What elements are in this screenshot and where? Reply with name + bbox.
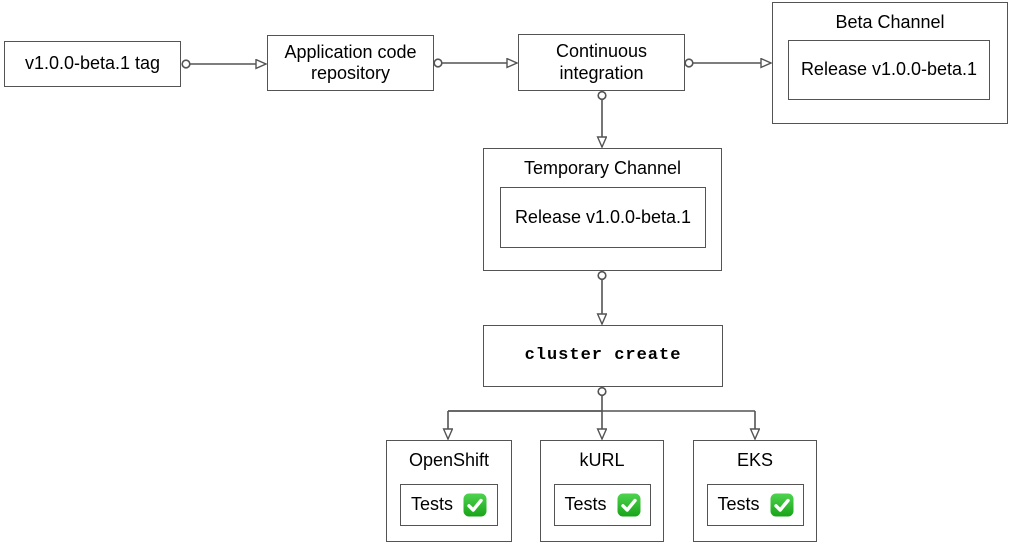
node-version-tag: v1.0.0-beta.1 tag	[4, 41, 181, 87]
openshift-tests-box: Tests	[400, 484, 498, 526]
version-tag-label: v1.0.0-beta.1 tag	[24, 53, 161, 74]
beta-release-label: Release v1.0.0-beta.1	[800, 59, 978, 80]
node-beta-release: Release v1.0.0-beta.1	[788, 40, 990, 100]
continuous-integration-label: Continuous integration	[555, 41, 648, 83]
check-mark-icon	[770, 493, 793, 517]
beta-channel-title: Beta Channel	[835, 12, 945, 32]
kurl-title: kURL	[579, 450, 625, 470]
eks-tests-label: Tests	[717, 494, 760, 515]
check-mark-icon	[463, 493, 487, 517]
eks-title: EKS	[736, 450, 774, 470]
openshift-tests-label: Tests	[410, 494, 453, 515]
app-repo-label: Application code repository	[284, 41, 417, 83]
node-continuous-integration: Continuous integration	[518, 34, 685, 91]
cluster-create-label: cluster create	[524, 345, 682, 365]
node-cluster-openshift: OpenShift Tests	[386, 440, 512, 542]
kurl-tests-box: Tests	[554, 484, 651, 526]
node-cluster-kurl: kURL Tests	[540, 440, 664, 542]
node-app-repo: Application code repository	[267, 35, 434, 91]
kurl-tests-label: Tests	[564, 494, 607, 515]
eks-tests-box: Tests	[707, 484, 804, 526]
node-temporary-channel: Temporary Channel Release v1.0.0-beta.1	[483, 148, 722, 271]
node-beta-channel: Beta Channel Release v1.0.0-beta.1	[772, 2, 1008, 124]
temporary-release-label: Release v1.0.0-beta.1	[514, 206, 692, 227]
node-cluster-eks: EKS Tests	[693, 440, 817, 542]
openshift-title: OpenShift	[408, 450, 490, 470]
check-mark-icon	[617, 493, 640, 517]
node-temporary-release: Release v1.0.0-beta.1	[500, 187, 706, 248]
temporary-channel-title: Temporary Channel	[523, 158, 682, 178]
node-cluster-create: cluster create	[483, 325, 723, 387]
